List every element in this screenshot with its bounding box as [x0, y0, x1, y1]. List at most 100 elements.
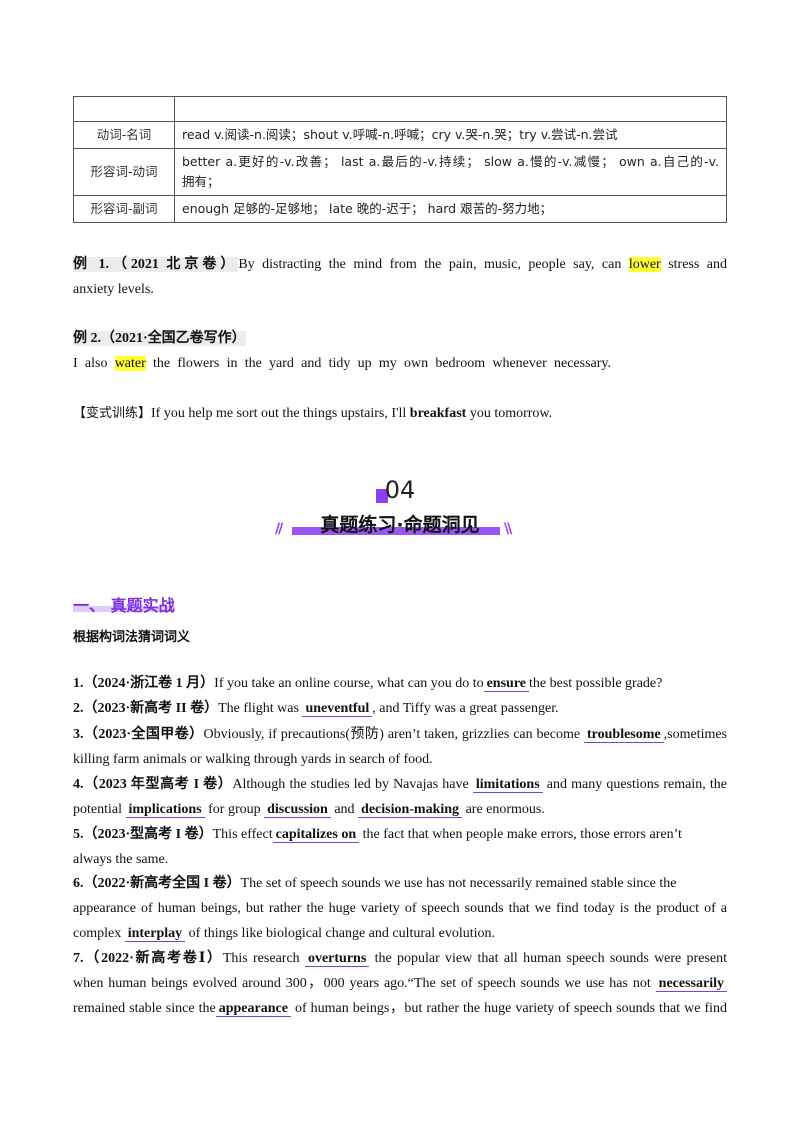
question-7: 7.（2022·新高考卷Ⅰ）This research overturns th…	[73, 946, 727, 1021]
example-text: anxiety levels.	[73, 282, 154, 297]
question-text: The set of speech sounds we use has not …	[240, 876, 677, 891]
section-banner-title: 真题练习·命题洞见	[0, 510, 800, 537]
question-1: 1.（2024·浙江卷 1 月）If you take an online co…	[73, 671, 727, 696]
question-text: the fact that when people make errors, t…	[359, 827, 682, 842]
heading-underline	[73, 606, 175, 612]
question-text: complex	[73, 926, 125, 941]
bold-word: breakfast	[409, 406, 467, 421]
section-subheading: 根据构词法猜词词义	[73, 630, 191, 645]
question-text: , and Tiffy was a great passenger.	[372, 701, 559, 716]
variant-training: 【变式训练】If you help me sort out the things…	[73, 401, 727, 426]
table-cell-category: 形容词-动词	[73, 148, 175, 196]
question-text: The flight was	[218, 701, 303, 716]
example-text: stress and	[660, 257, 728, 272]
example-label: 例 1.（2021 北京卷）	[73, 257, 239, 272]
table-cell-examples: better a.更好的-v.改善； last a.最后的-v.持续； slow…	[174, 148, 727, 196]
answer-word: troublesome	[584, 727, 664, 743]
question-number: 4.（2023 年型高考 I 卷）	[73, 777, 233, 792]
question-number: 2.（2023·新高考 II 卷）	[73, 701, 219, 716]
question-text: for group	[204, 802, 265, 817]
right-slash-mark: \\	[504, 521, 512, 537]
example-2-line: I also water the flowers in the yard and…	[73, 351, 611, 376]
example-text: I also	[73, 356, 115, 371]
conversion-table: 动词-名词 read v.阅读-n.阅读；shout v.呼喊-n.呼喊；cry…	[73, 96, 727, 223]
question-text: of things like biological change and cul…	[185, 926, 496, 941]
table-cell-examples: read v.阅读-n.阅读；shout v.呼喊-n.呼喊；cry v.哭-n…	[174, 121, 727, 149]
variant-label: 【变式训练】	[73, 406, 152, 421]
answer-word: overturns	[304, 951, 370, 967]
question-text: and many questions remain, the	[542, 777, 727, 792]
answer-word: interplay	[124, 926, 186, 942]
example-1: 例 1.（2021 北京卷）By distracting the mind fr…	[73, 252, 727, 302]
number-accent-bar	[376, 489, 388, 503]
example-label: 例 2.（2021·全国乙卷写作）	[73, 331, 246, 346]
answer-word: appearance	[215, 1001, 291, 1017]
section-heading: 一、 真题实战	[73, 596, 175, 615]
question-number: 1.（2024·浙江卷 1 月）	[73, 676, 215, 691]
answer-word: implications	[125, 802, 205, 818]
question-text: of human beings，but rather the huge vari…	[290, 1001, 727, 1016]
question-text: the best possible grade?	[529, 676, 663, 691]
question-line: appearance of human beings, but rather t…	[73, 901, 727, 916]
variant-text: you tomorrow.	[466, 406, 553, 421]
example-2: 例 2.（2021·全国乙卷写作） I also water the flowe…	[73, 326, 727, 376]
answer-word: discussion	[264, 802, 331, 818]
answer-word: capitalizes on	[272, 827, 360, 843]
examples-line: 拥有；	[182, 174, 220, 189]
answer-word: necessarily	[655, 976, 727, 992]
question-text: Obviously, if precautions(预防) aren’t tak…	[203, 727, 584, 742]
question-text: If you take an online course, what can y…	[214, 676, 484, 691]
question-line: when human beings evolved around 300，000…	[73, 971, 727, 996]
question-number: 7.（2022·新高考卷Ⅰ）	[73, 951, 223, 966]
question-number: 3.（2023·全国甲卷）	[73, 727, 204, 742]
table-cell-category	[73, 96, 175, 122]
highlighted-word: water	[114, 356, 146, 371]
variant-text: If you help me sort out the things upsta…	[151, 406, 410, 421]
table-cell-category: 形容词-副词	[73, 195, 175, 223]
question-line: 7.（2022·新高考卷Ⅰ）This research overturns th…	[73, 946, 727, 971]
question-text: potential	[73, 802, 126, 817]
section-number: 04	[384, 476, 416, 504]
question-line: 3.（2023·全国甲卷）Obviously, if precautions(预…	[73, 722, 727, 747]
question-text: and	[330, 802, 359, 817]
answer-word: limitations	[472, 777, 543, 793]
question-text: ,sometimes	[663, 727, 728, 742]
question-number: 6.（2022·新高考全国 I 卷）	[73, 876, 241, 891]
example-text: By distracting the mind from the pain, m…	[238, 257, 629, 272]
left-slash-mark: //	[275, 521, 283, 537]
examples-line: better a.更好的-v.改善； last a.最后的-v.持续； slow…	[182, 154, 719, 169]
question-line: 4.（2023 年型高考 I 卷）Although the studies le…	[73, 772, 727, 797]
question-number: 5.（2023·型高考 I 卷）	[73, 827, 213, 842]
answer-word: uneventful	[302, 701, 373, 717]
title-underline-bar	[292, 527, 500, 535]
example-text: the flowers in the yard and tidy up my o…	[145, 356, 611, 371]
answer-word: decision-making	[358, 802, 463, 818]
question-3: 3.（2023·全国甲卷）Obviously, if precautions(预…	[73, 722, 727, 772]
table-row: 动词-名词 read v.阅读-n.阅读；shout v.呼喊-n.呼喊；cry…	[73, 121, 727, 149]
banner-title-text: 真题练习·命题洞见	[320, 514, 480, 536]
table-row: 形容词-动词 better a.更好的-v.改善； last a.最后的-v.持…	[73, 148, 727, 196]
question-text: This research	[222, 951, 305, 966]
question-text: killing farm animals or walking through …	[73, 752, 433, 767]
question-text: Although the studies led by Navajas have	[232, 777, 473, 792]
highlighted-word: lower	[628, 257, 661, 272]
question-text: remained stable since the	[73, 1001, 216, 1016]
table-cell-examples	[174, 96, 727, 122]
question-2: 2.（2023·新高考 II 卷）The flight was uneventf…	[73, 696, 727, 721]
table-row: 形容词-副词 enough 足够的-足够地； late 晚的-迟于； hard …	[73, 195, 727, 223]
question-text: always the same.	[73, 852, 169, 867]
example-1-line: 例 1.（2021 北京卷）By distracting the mind fr…	[73, 252, 727, 277]
question-text: This effect	[212, 827, 273, 842]
answer-word: ensure	[483, 676, 530, 692]
table-row	[73, 96, 727, 122]
question-4: 4.（2023 年型高考 I 卷）Although the studies le…	[73, 772, 727, 822]
question-text: when human beings evolved around 300，000…	[73, 976, 656, 991]
question-6: 6.（2022·新高考全国 I 卷）The set of speech soun…	[73, 871, 727, 946]
question-text: the popular view that all human speech s…	[369, 951, 727, 966]
table-cell-examples: enough 足够的-足够地； late 晚的-迟于； hard 艰苦的-努力地…	[174, 195, 727, 223]
table-cell-category: 动词-名词	[73, 121, 175, 149]
question-text: are enormous.	[462, 802, 545, 817]
